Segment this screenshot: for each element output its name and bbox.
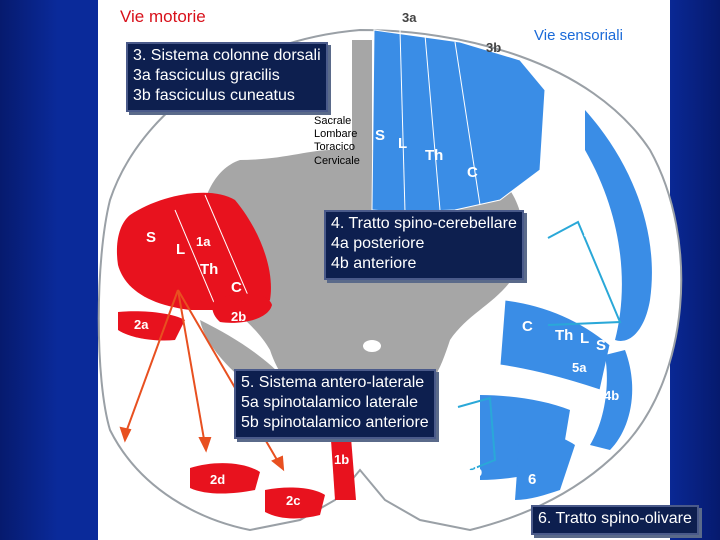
- caption-anterolateral-5b: 5b spinotalamico anteriore: [241, 414, 429, 431]
- level-lumbar: Lombare: [314, 128, 357, 140]
- label-4b: 4b: [604, 388, 619, 403]
- label-4a: 4a: [584, 227, 598, 241]
- label-S-motor: S: [146, 229, 156, 246]
- spinocerebellar-anterior-tract: [590, 350, 633, 450]
- label-5b: 5b: [467, 464, 482, 479]
- connector-4: [547, 220, 622, 326]
- spino-olivary-tract: [515, 430, 575, 500]
- tract-divider: [399, 29, 406, 213]
- label-S-dorsal: S: [375, 127, 385, 144]
- label-2c: 2c: [286, 493, 300, 508]
- caption-anterolateral: 5. Sistema antero-laterale 5a spinotalam…: [234, 369, 436, 439]
- tract-divider: [174, 209, 216, 306]
- caption-spinocerebellar-title: 4. Tratto spino-cerebellare: [331, 215, 517, 232]
- caption-spinocerebellar-4b: 4b anteriore: [331, 255, 417, 272]
- caption-dorsal-title: 3. Sistema colonne dorsali: [133, 47, 321, 64]
- label-Th-dorsal: Th: [425, 147, 443, 164]
- label-L-motor: L: [176, 241, 185, 258]
- tract-divider: [454, 41, 481, 206]
- label-2a: 2a: [134, 317, 149, 332]
- caption-spino-olivary: 6. Tratto spino-olivare: [531, 505, 699, 535]
- sensory-connectors: [457, 220, 622, 471]
- tract-2d: [190, 463, 260, 494]
- central-canal: [363, 340, 381, 352]
- arrow-line: [124, 289, 179, 436]
- arrow-head: [198, 437, 212, 453]
- caption-dorsal-columns: 3. Sistema colonne dorsali 3a fasciculus…: [126, 42, 328, 112]
- title-motor-pathways: Vie motorie: [120, 7, 206, 26]
- label-5a: 5a: [572, 360, 587, 375]
- corticospinal-lateral-tract: [116, 192, 271, 310]
- level-sacral: Sacrale: [314, 115, 351, 127]
- caption-dorsal-3b: 3b fasciculus cuneatus: [133, 87, 295, 104]
- caption-anterolateral-title: 5. Sistema antero-laterale: [241, 374, 425, 391]
- label-C-sensory: C: [522, 318, 533, 335]
- motor-arrows: [119, 289, 285, 472]
- caption-spinocerebellar: 4. Tratto spino-cerebellare 4a posterior…: [324, 210, 524, 280]
- spinothalamic-lateral-tract: [499, 299, 611, 391]
- label-L-sensory: L: [580, 330, 589, 347]
- title-sensory-pathways: Vie sensoriali: [534, 27, 623, 44]
- label-L-dorsal: L: [398, 135, 407, 152]
- level-cervical: Cervicale: [314, 155, 360, 167]
- label-1b: 1b: [334, 452, 349, 467]
- label-3b: 3b: [486, 40, 501, 55]
- connector-5: [457, 396, 497, 471]
- caption-spino-olivary-title: 6. Tratto spino-olivare: [538, 510, 692, 527]
- arrow-line: [177, 289, 206, 446]
- label-Th-motor: Th: [200, 261, 218, 278]
- tract-divider: [424, 34, 441, 211]
- corticospinal-anterior-tract: [330, 425, 356, 500]
- label-C-motor: C: [231, 279, 242, 296]
- label-Th-sensory: Th: [555, 327, 573, 344]
- tract-divider: [204, 194, 251, 301]
- tract-2b: [212, 293, 272, 323]
- tract-2c: [265, 487, 325, 519]
- label-2b: 2b: [231, 309, 246, 324]
- label-3a: 3a: [402, 10, 417, 25]
- level-thoracic: Toracico: [314, 141, 355, 153]
- label-2d: 2d: [210, 472, 225, 487]
- label-6: 6: [528, 471, 536, 488]
- label-C-dorsal: C: [467, 164, 478, 181]
- label-S-sensory: S: [596, 337, 606, 354]
- arrow-head: [271, 455, 285, 472]
- spinocerebellar-posterior-tract: [585, 110, 652, 341]
- caption-dorsal-3a: 3a fasciculus gracilis: [133, 67, 280, 84]
- arrow-head: [119, 426, 132, 443]
- caption-anterolateral-5a: 5a spinotalamico laterale: [241, 394, 418, 411]
- caption-spinocerebellar-4a: 4a posteriore: [331, 235, 425, 252]
- label-1a: 1a: [196, 234, 211, 249]
